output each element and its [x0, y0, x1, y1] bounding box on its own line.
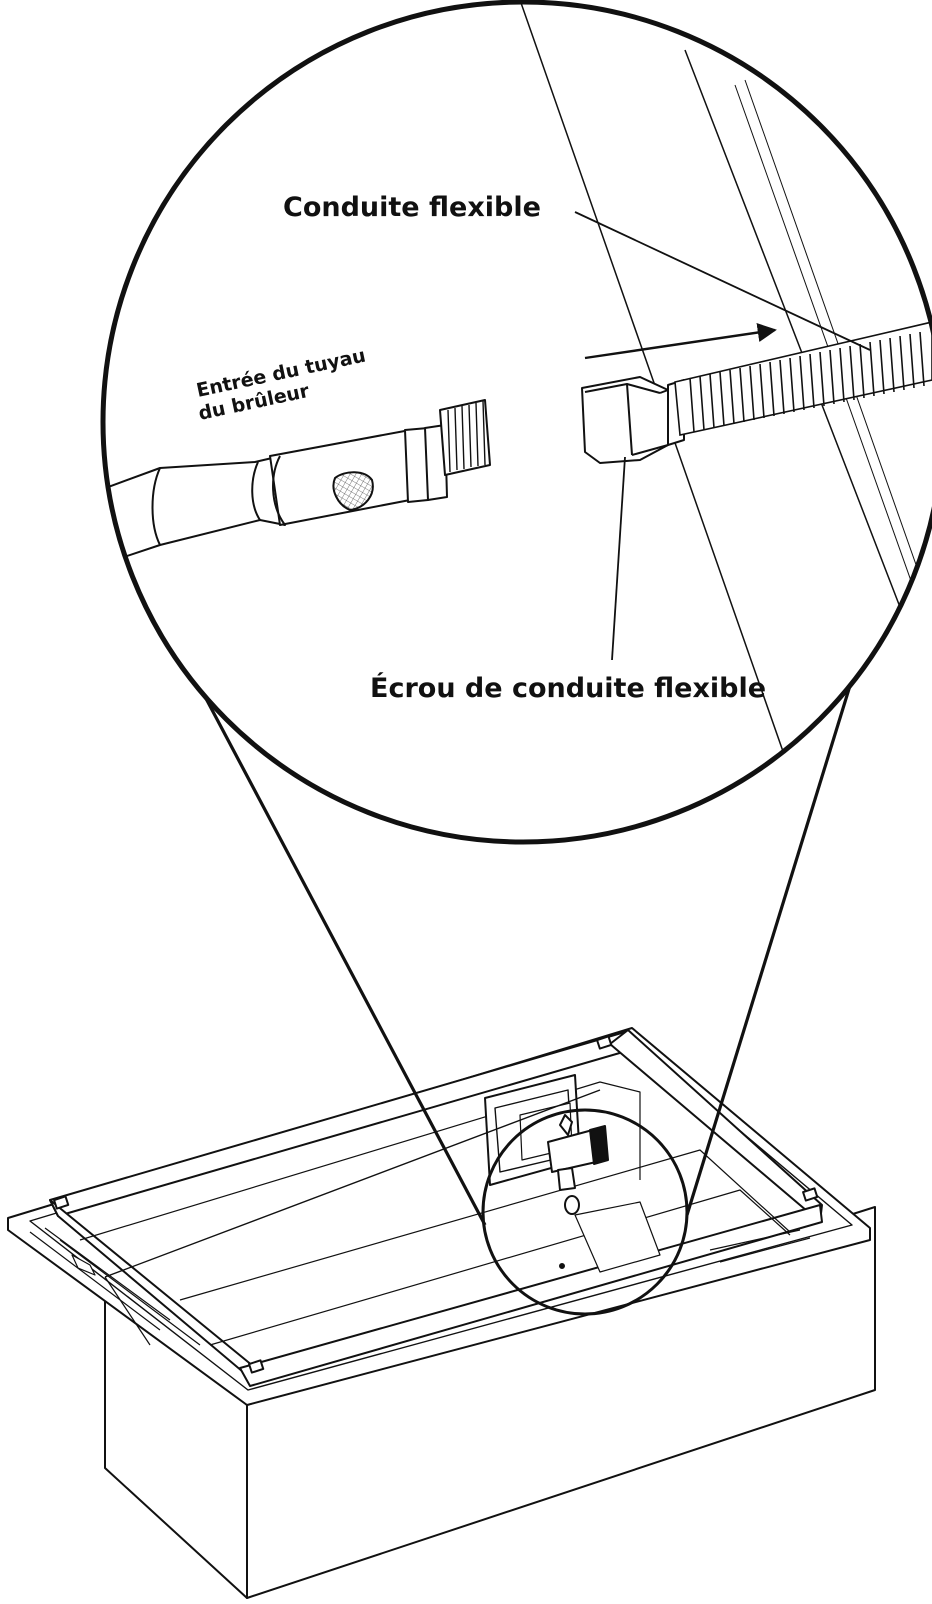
- corner-bracket-front: [248, 1359, 265, 1374]
- zoom-circle-outline: [100, 0, 932, 845]
- flex-line-hose: [674, 320, 932, 436]
- corner-bracket-right: [802, 1187, 819, 1202]
- zoom-detail: [100, 0, 932, 845]
- label-flex-line: Conduite flexible: [283, 192, 541, 223]
- label-flex-nut: Écrou de conduite flexible: [370, 672, 766, 704]
- corner-bracket-left: [53, 1195, 70, 1210]
- corner-bracket-back: [596, 1035, 613, 1050]
- leader-flex-line: [574, 211, 871, 351]
- arrow-right-icon: [584, 323, 777, 360]
- leader-flex-nut: [611, 456, 626, 661]
- firepit-box: [7, 1027, 876, 1599]
